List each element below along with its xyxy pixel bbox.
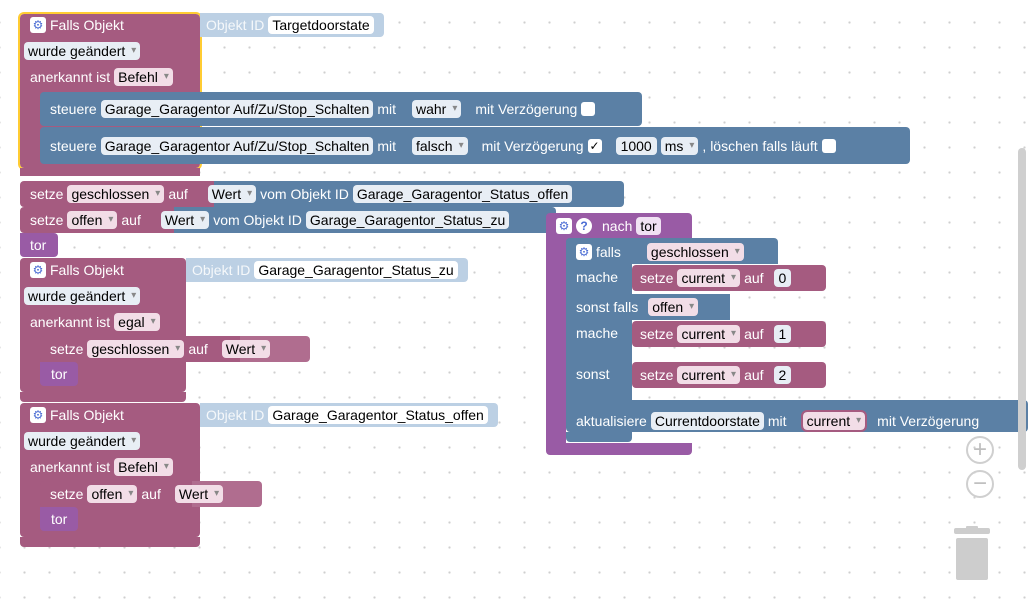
delay-input[interactable]: 1000 [615, 137, 657, 155]
ack-dropdown[interactable]: egal [114, 313, 160, 331]
number-input[interactable]: 1 [773, 325, 792, 343]
variable-dropdown[interactable]: current [800, 410, 868, 432]
event1-object-id-block[interactable]: Objekt ID Targetdoorstate [200, 13, 384, 37]
object-id-field[interactable]: Garage_Garagentor_Status_zu [254, 261, 458, 279]
variable-dropdown[interactable]: offen [67, 211, 118, 229]
variable-dropdown[interactable]: current [677, 325, 741, 343]
zoom-in-button[interactable]: + [966, 436, 994, 464]
trigger-dropdown[interactable]: wurde geändert [24, 287, 141, 305]
procedure-call-tor[interactable] [40, 362, 78, 386]
event1-header: ⚙ Falls Objekt [30, 13, 128, 37]
plus-icon: + [972, 436, 987, 463]
property-dropdown[interactable]: Wert [160, 211, 210, 229]
value-dropdown[interactable]: Wert [221, 340, 271, 358]
variable-dropdown[interactable]: current [677, 366, 741, 384]
ack-dropdown[interactable]: Befehl [114, 68, 173, 86]
gear-icon[interactable]: ⚙ [30, 407, 46, 423]
zoom-out-button[interactable]: − [966, 470, 994, 498]
value-dropdown[interactable]: Wert [174, 485, 224, 503]
delay-checkbox[interactable]: ✓ [587, 139, 602, 153]
variable-dropdown[interactable]: offen [87, 485, 138, 503]
trigger-dropdown[interactable]: wurde geändert [24, 432, 141, 450]
object-id-field[interactable]: Garage_Garagentor_Status_offen [268, 406, 488, 424]
number-input[interactable]: 0 [773, 269, 792, 287]
ack-dropdown[interactable]: Befehl [114, 458, 173, 476]
variable-dropdown[interactable]: current [677, 269, 741, 287]
control-target-field[interactable]: Garage_Garagentor Auf/Zu/Stop_Schalten [100, 137, 374, 155]
clear-checkbox[interactable] [821, 139, 836, 153]
unit-dropdown[interactable]: ms [660, 137, 699, 155]
help-icon[interactable]: ? [576, 218, 592, 234]
event3-object-id-block[interactable]: Objekt ID Garage_Garagentor_Status_offen [200, 403, 498, 427]
gear-icon[interactable]: ⚙ [576, 244, 592, 260]
variable-dropdown[interactable]: geschlossen [67, 185, 165, 203]
delay-checkbox[interactable] [581, 102, 596, 116]
property-dropdown[interactable]: Wert [207, 185, 257, 203]
control-target-field[interactable]: Garage_Garagentor Auf/Zu/Stop_Schalten [100, 100, 374, 118]
boolean-dropdown[interactable]: falsch [412, 137, 468, 155]
object-id-field[interactable]: Garage_Garagentor_Status_offen [352, 185, 573, 203]
procedure-call-tor[interactable] [40, 507, 78, 531]
object-id-field[interactable]: Targetdoorstate [268, 16, 374, 34]
update-target-field[interactable]: Currentdoorstate [650, 412, 764, 430]
gear-icon[interactable]: ⚙ [556, 218, 572, 234]
procedure-name-field[interactable]: tor [636, 217, 661, 235]
procedure-call-tor[interactable] [20, 233, 58, 257]
vertical-scrollbar[interactable] [1018, 148, 1026, 470]
number-input[interactable]: 2 [773, 366, 792, 384]
variable-dropdown[interactable]: geschlossen [87, 340, 185, 358]
trigger-dropdown[interactable]: wurde geändert [24, 42, 141, 60]
minus-icon: − [972, 470, 987, 497]
object-id-field[interactable]: Garage_Garagentor_Status_zu [305, 211, 510, 229]
trash-icon[interactable] [950, 526, 994, 582]
event1-title: Falls Objekt [50, 17, 124, 33]
boolean-dropdown[interactable]: wahr [412, 100, 462, 118]
gear-icon[interactable]: ⚙ [30, 262, 46, 278]
condition-variable-dropdown[interactable]: offen [648, 298, 699, 316]
update-block[interactable] [566, 400, 1028, 432]
condition-variable-dropdown[interactable]: geschlossen [646, 243, 744, 261]
gear-icon[interactable]: ⚙ [30, 17, 46, 33]
event2-object-id-block[interactable]: Objekt ID Garage_Garagentor_Status_zu [186, 258, 468, 282]
